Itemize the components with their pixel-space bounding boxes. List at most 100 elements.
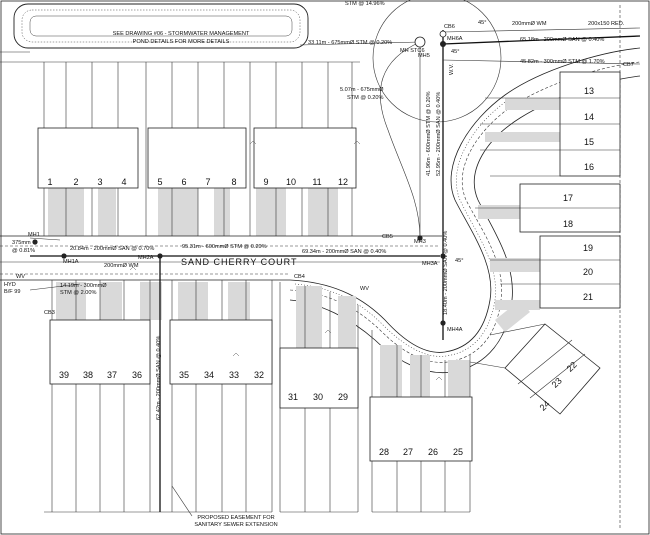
bottom-mid-lots: [279, 282, 359, 513]
bottom-left-lots: [44, 280, 273, 513]
catch-basin-label: CB4: [294, 274, 305, 280]
lot-number: 31: [288, 392, 298, 402]
lot-number: 10: [286, 177, 296, 187]
pipe-label: 95.31m - 600mmØ STM @ 0.20%: [182, 244, 267, 250]
lot-number: 2: [73, 177, 78, 187]
lot-number: 12: [338, 177, 348, 187]
manhole-label: MH6A: [447, 36, 463, 42]
lot-number: 13: [584, 86, 594, 96]
lot-number: 32: [254, 370, 264, 380]
building-block-2: [147, 127, 247, 189]
manholes: [32, 30, 447, 326]
pipe-label: 5.07m - 675mmØ: [340, 87, 384, 93]
lot-number: 28: [379, 447, 389, 457]
bottom-right-lots: [369, 330, 473, 513]
building-block-3: [253, 127, 357, 189]
tree-markers: [129, 140, 443, 381]
lot-number: 6: [181, 177, 186, 187]
hydrant-label: HYD: [4, 282, 16, 288]
lot-number: 21: [583, 292, 593, 302]
catch-basin-label: CB5: [382, 234, 393, 240]
pipe-label: STM @ 0.20%: [347, 95, 383, 101]
curved-road: [289, 47, 641, 374]
manhole-label: MH3: [414, 239, 426, 245]
pipe-label: 375mm: [12, 240, 31, 246]
bf-label: B/F 99: [4, 289, 20, 295]
manhole-label: MH2A: [138, 255, 154, 261]
easement-note-line2: SANITARY SEWER EXTENSION: [194, 522, 277, 528]
lot-number: 4: [121, 177, 126, 187]
lot-number: 9: [263, 177, 268, 187]
lot-number: 15: [584, 137, 594, 147]
valve-label: W.V.: [449, 63, 455, 75]
lot-number: 27: [403, 447, 413, 457]
pipe-label: 33.11m - 675mmØ STM @ 0.20%: [308, 40, 392, 46]
right-lots: [475, 71, 621, 310]
street-name-label: SAND CHERRY COURT: [181, 257, 298, 267]
catch-basin-label: CB6: [444, 24, 455, 30]
manhole-label: MH3A: [422, 261, 438, 267]
top-stm-label: STM @ 14.96%: [345, 1, 385, 7]
building-block-1: [37, 127, 139, 189]
manhole-label: MH1A: [63, 259, 79, 265]
angle-label: 45°: [451, 49, 459, 55]
lot-number: 19: [583, 243, 593, 253]
manhole-label: MH STC6: [400, 48, 425, 54]
lot-number: 11: [312, 177, 321, 187]
lot-number: 39: [59, 370, 69, 380]
angle-label: 45°: [455, 258, 463, 264]
pipe-label: 14.19m - 300mmØ: [60, 283, 107, 289]
catch-basin-label: CB3: [44, 310, 55, 316]
lot-number: 30: [313, 392, 323, 402]
lot-number: 17: [563, 193, 573, 203]
pipe-label: @ 0.81%: [12, 248, 35, 254]
pipe-label: 45.82m - 300mmØ STM @ 1.70%: [520, 59, 605, 65]
pipe-label: 41.96m - 600mmØ STM @ 0.20%: [426, 91, 432, 176]
pipe-label: 20.84m - 200mmØ SAN @ 0.70%: [70, 246, 154, 252]
angle-label: 45°: [478, 20, 486, 26]
pipe-label: 18.40m - 200mmØ SAN @ 0.40%: [443, 231, 449, 315]
easement-note-line1: PROPOSED EASEMENT FOR: [197, 515, 274, 521]
lot-number: 1: [47, 177, 52, 187]
lot-number: 26: [428, 447, 438, 457]
lot-number: 34: [204, 370, 214, 380]
pipe-label: 69.34m - 200mmØ SAN @ 0.40%: [302, 249, 386, 255]
easement-leader-line: [171, 485, 193, 517]
lot-number: 16: [584, 162, 594, 172]
manhole-label: MH4A: [447, 327, 463, 333]
lot-number: 37: [107, 370, 117, 380]
pond-note-line2: POND DETAILS FOR MORE DETAILS: [133, 39, 230, 45]
catch-basin-label: CB7: [623, 62, 634, 68]
lot-number: 29: [338, 392, 348, 402]
top-lot-easements: [48, 188, 338, 236]
lot-number: 18: [563, 219, 573, 229]
pond-note-line1: SEE DRAWING #06 - STORMWATER MANAGEMENT: [113, 31, 250, 37]
top-lot-numbers: 1 2 3 4 5 6 7 8 9 10 11 12: [47, 177, 348, 187]
pipe-label: STM @ 2.00%: [60, 290, 96, 296]
cul-de-sac-circle: [372, 0, 502, 123]
pipe-label: 65.18m - 200mmØ SAN @ 0.40%: [520, 37, 604, 43]
manhole-label: MH5: [418, 53, 430, 59]
sewer-pipes: [29, 27, 641, 512]
bottom-left-lot-numbers: 39 38 37 36 35 34 33 32: [59, 370, 264, 380]
pipe-label: 62.42m - 200mmØ SAN @ 0.40%: [156, 336, 162, 420]
pipe-label: 52.95m - 200mmØ SAN @ 0.40%: [436, 92, 442, 176]
lot-number: 3: [97, 177, 102, 187]
lot-number: 20: [583, 267, 593, 277]
lot-number: 14: [584, 112, 594, 122]
stormwater-pond: [13, 3, 309, 49]
pipe-label: 200mmØ WM: [512, 21, 547, 27]
lot-number: 7: [205, 177, 210, 187]
lot-number: 38: [83, 370, 93, 380]
lot-number: 25: [453, 447, 463, 457]
lot-number: 5: [157, 177, 162, 187]
pipe-label: 200x150 RED.: [588, 21, 625, 27]
valve-label: WV: [360, 286, 369, 292]
valve-label: WV: [16, 274, 25, 280]
manhole-label: MH1: [28, 232, 40, 238]
pipe-label: 200mmØ WM: [104, 263, 139, 269]
lot-number: 36: [132, 370, 142, 380]
lot-number: 8: [231, 177, 236, 187]
lot-number: 35: [179, 370, 189, 380]
